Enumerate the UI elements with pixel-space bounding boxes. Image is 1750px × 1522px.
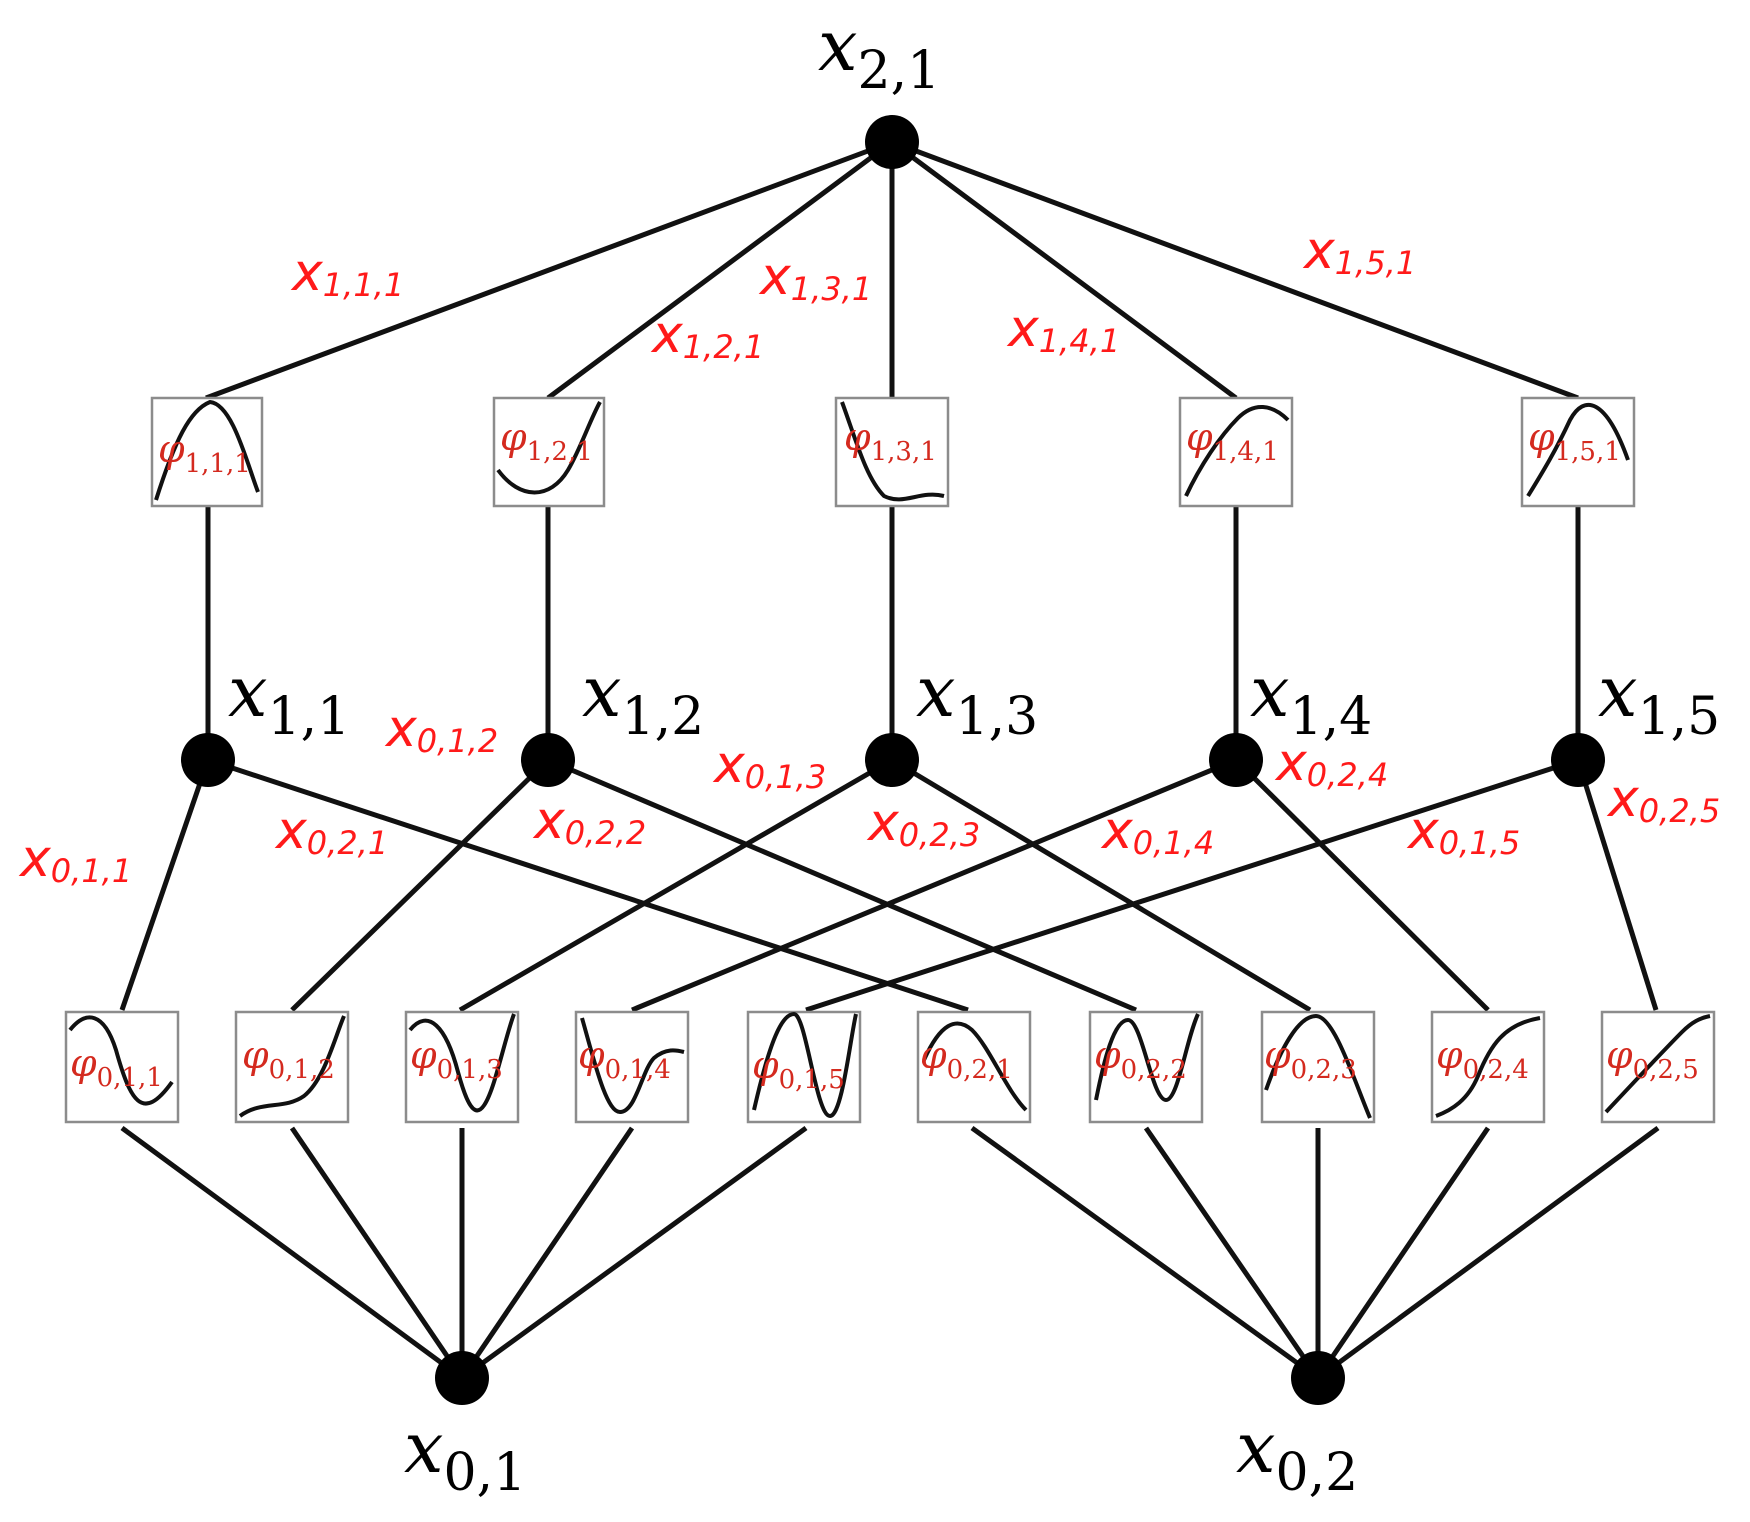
edge-phi024-x02 (1315, 1126, 1491, 1380)
edge-label-x021: x0,2,1 (274, 801, 388, 862)
label-x15: x1,5 (1598, 651, 1720, 747)
top-edge-labels: x1,1,1 x1,2,1 x1,3,1 x1,4,1 x1,5,1 (290, 221, 1416, 366)
bottom-phi-boxes: φ0,1,1 φ0,1,2 φ0,1,3 φ0,1,4 φ0,1,5 φ0,2,… (64, 1010, 1716, 1124)
edge-label-x131: x1,3,1 (758, 247, 872, 308)
node-x15 (1551, 733, 1605, 787)
edge-phi012-x01 (289, 1126, 465, 1380)
edge-phi014-x01 (459, 1126, 635, 1380)
svg-text:φ0,1,2: φ0,1,2 (242, 1033, 335, 1085)
edge-phi015-x01 (460, 1125, 808, 1381)
edge-label-x022: x0,2,2 (532, 791, 646, 852)
edge-label-x121: x1,2,1 (650, 305, 764, 366)
svg-text:φ0,2,4: φ0,2,4 (1436, 1033, 1529, 1085)
edge-label-x025: x0,2,5 (1606, 769, 1720, 830)
phi-box-1-4-1: φ1,4,1 (1178, 396, 1294, 508)
node-x14 (1209, 733, 1263, 787)
edge-label-x023: x0,2,3 (866, 793, 980, 854)
node-x02 (1291, 1351, 1345, 1405)
phi-box-0-2-3: φ0,2,3 (1260, 1010, 1376, 1124)
edge-phi025-x02 (1316, 1125, 1660, 1381)
node-x12 (521, 733, 575, 787)
edge-x21-phi121 (546, 139, 894, 401)
edge-label-x024: x0,2,4 (1274, 733, 1388, 794)
label-x21: x2,1 (818, 5, 940, 101)
svg-text:φ0,1,4: φ0,1,4 (578, 1033, 671, 1085)
edge-x21-phi151 (891, 139, 1579, 401)
node-x21 (865, 115, 919, 169)
phi-box-0-1-4: φ0,1,4 (574, 1010, 690, 1124)
edge-x14-phi024 (1234, 758, 1490, 1012)
svg-text:φ1,1,1: φ1,1,1 (158, 427, 251, 479)
label-x11: x1,1 (228, 651, 350, 747)
edge-label-x141: x1,4,1 (1006, 299, 1120, 360)
edge-x21-phi111 (205, 139, 893, 401)
label-x12: x1,2 (582, 651, 704, 747)
edge-label-x151: x1,5,1 (1302, 221, 1416, 282)
label-x13: x1,3 (916, 651, 1038, 747)
phi-box-0-1-1: φ0,1,1 (64, 1010, 180, 1124)
edge-x21-phi141 (890, 139, 1238, 401)
node-labels: x2,1 x1,1 x1,2 x1,3 x1,4 x1,5 x0,1 x0,2 (228, 5, 1720, 1503)
phi-box-1-2-1: φ1,2,1 (492, 396, 606, 508)
edge-x11-phi011 (119, 759, 211, 1011)
node-x01 (435, 1351, 489, 1405)
edge-x13-phi013 (458, 757, 894, 1013)
svg-text:φ0,2,3: φ0,2,3 (1264, 1033, 1357, 1085)
edge-x15-phi025 (1575, 759, 1659, 1011)
edge-x12-phi012 (290, 758, 550, 1012)
phi-box-0-2-2: φ0,2,2 (1088, 1010, 1204, 1124)
phi-box-0-1-2: φ0,1,2 (234, 1010, 350, 1124)
edge-x15-phi015 (805, 757, 1579, 1013)
svg-text:φ1,4,1: φ1,4,1 (1186, 415, 1279, 467)
edge-x11-phi021 (207, 757, 969, 1013)
phi-box-0-2-4: φ0,2,4 (1430, 1010, 1546, 1124)
svg-text:φ0,1,1: φ0,1,1 (70, 1041, 163, 1093)
svg-text:φ1,3,1: φ1,3,1 (844, 415, 937, 467)
phi-box-1-3-1: φ1,3,1 (834, 396, 950, 508)
svg-text:φ0,1,5: φ0,1,5 (752, 1043, 845, 1095)
edge-phi021-x02 (970, 1125, 1320, 1381)
edge-label-x013: x0,1,3 (712, 735, 826, 796)
svg-text:φ0,2,1: φ0,2,1 (920, 1033, 1013, 1085)
svg-text:φ0,2,2: φ0,2,2 (1094, 1033, 1187, 1085)
phi-box-0-1-3: φ0,1,3 (404, 1010, 520, 1124)
edge-label-x014: x0,1,4 (1100, 801, 1214, 862)
edge-label-x015: x0,1,5 (1406, 801, 1520, 862)
svg-text:φ0,2,5: φ0,2,5 (1606, 1033, 1699, 1085)
top-phi-boxes: φ1,1,1 φ1,2,1 φ1,3,1 φ1,4,1 φ1,5,1 (150, 396, 1636, 508)
phi-box-0-2-1: φ0,2,1 (916, 1010, 1032, 1124)
edge-label-x011: x0,1,1 (18, 829, 132, 890)
edge-phi022-x02 (1143, 1126, 1321, 1380)
edge-x12-phi022 (547, 757, 1137, 1013)
phi-box-1-1-1: φ1,1,1 (150, 396, 264, 508)
edge-label-x012: x0,1,2 (384, 699, 498, 760)
phi-box-1-5-1: φ1,5,1 (1520, 396, 1636, 508)
svg-text:φ1,5,1: φ1,5,1 (1528, 415, 1621, 467)
label-x01: x0,1 (404, 1407, 526, 1503)
edges (119, 139, 1660, 1381)
phi-box-0-1-5: φ0,1,5 (746, 1010, 862, 1124)
nodes (181, 115, 1605, 1405)
edge-label-x111: x1,1,1 (290, 243, 404, 304)
node-x11 (181, 733, 235, 787)
edge-x14-phi014 (631, 757, 1237, 1013)
svg-text:φ1,2,1: φ1,2,1 (500, 415, 593, 467)
edge-phi011-x01 (120, 1125, 464, 1381)
svg-text:φ0,1,3: φ0,1,3 (410, 1033, 503, 1085)
mid-edge-labels: x0,1,1 x0,2,1 x0,1,2 x0,2,2 x0,1,3 x0,2,… (18, 699, 1720, 890)
label-x02: x0,2 (1236, 1407, 1358, 1503)
label-x14: x1,4 (1250, 651, 1372, 747)
node-x13 (865, 733, 919, 787)
edge-x13-phi023 (890, 757, 1312, 1013)
phi-box-0-2-5: φ0,2,5 (1600, 1010, 1716, 1124)
